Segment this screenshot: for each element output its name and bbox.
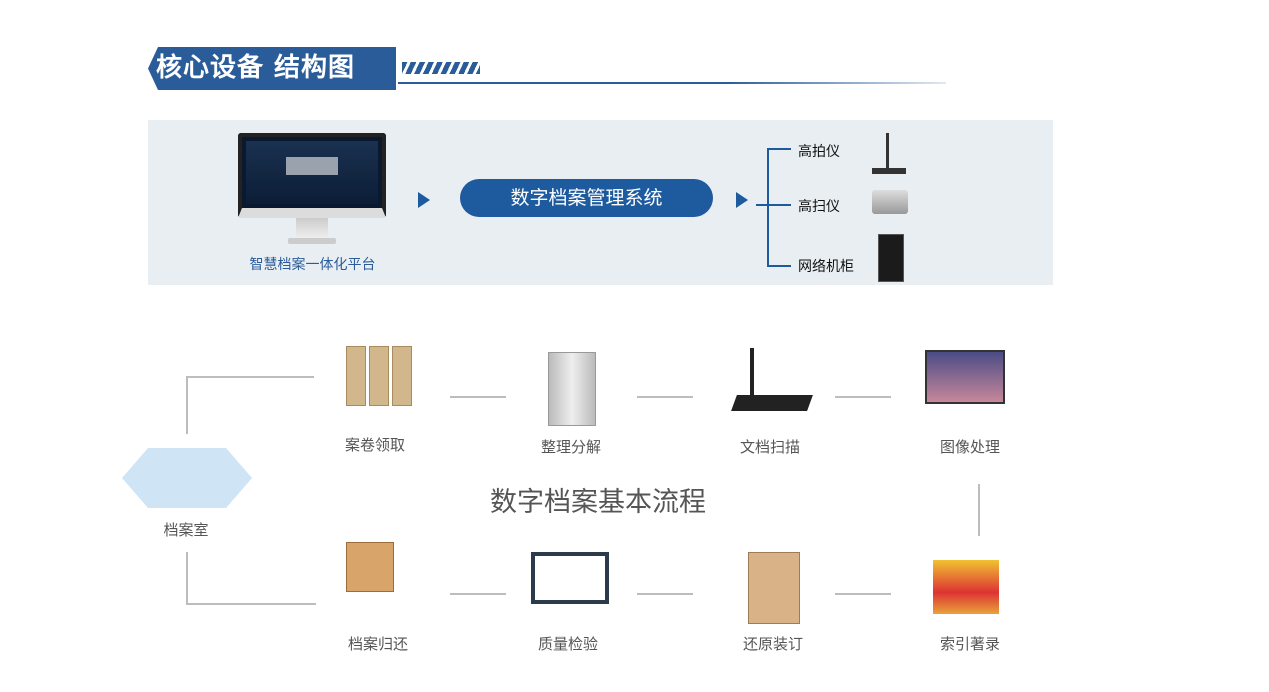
flow-arrow xyxy=(978,484,980,536)
step-label: 图像处理 xyxy=(939,438,1000,456)
server-cabinet-icon xyxy=(878,234,904,282)
flow-line xyxy=(186,603,316,605)
bracket-tick xyxy=(756,204,791,206)
section-title: 核心设备 结构图 xyxy=(148,47,396,90)
step-label: 档案归还 xyxy=(347,635,408,653)
arrow-right-icon xyxy=(736,192,748,208)
step-label: 索引著录 xyxy=(939,635,1000,653)
system-pill: 数字档案管理系统 xyxy=(460,179,713,217)
monitor-icon xyxy=(925,350,1005,404)
flow-arrow xyxy=(835,396,891,398)
step-label: 文档扫描 xyxy=(739,438,800,456)
flow-line xyxy=(186,552,188,604)
monitor-stand xyxy=(296,218,328,238)
title-underline xyxy=(398,82,946,84)
document-camera-icon xyxy=(872,168,906,174)
flow-arrow xyxy=(637,396,693,398)
step-label: 案卷领取 xyxy=(344,436,405,454)
arrow-right-icon xyxy=(418,192,430,208)
step-label: 还原装订 xyxy=(742,635,803,653)
scanner-arm xyxy=(750,348,754,396)
filing-cabinet-icon xyxy=(548,352,596,426)
archive-room-icon xyxy=(122,448,252,508)
device-label: 高拍仪 xyxy=(798,144,840,160)
scanner-icon xyxy=(872,190,908,214)
bracket-tick xyxy=(767,265,791,267)
flow-line xyxy=(186,376,314,378)
folders-icon xyxy=(346,346,412,406)
books-magnifier-icon xyxy=(933,560,999,614)
step-label: 档案室 xyxy=(163,521,209,539)
bracket-line xyxy=(767,148,769,266)
flow-arrow xyxy=(450,593,506,595)
step-label: 整理分解 xyxy=(540,438,601,456)
device-label: 网络机柜 xyxy=(798,259,854,275)
bracket-tick xyxy=(767,148,791,150)
flow-line xyxy=(186,376,188,434)
camera-arm xyxy=(886,133,889,169)
document-scanner-icon xyxy=(731,395,813,411)
monitor-base xyxy=(288,238,336,244)
device-label: 高扫仪 xyxy=(798,199,840,215)
archive-bag-icon xyxy=(748,552,800,624)
flow-arrow xyxy=(835,593,891,595)
quality-check-monitor-icon xyxy=(531,552,609,604)
returned-box-icon xyxy=(346,542,394,592)
flow-arrow xyxy=(450,396,506,398)
monitor-icon xyxy=(238,133,386,218)
flow-title: 数字档案基本流程 xyxy=(490,487,706,518)
decorative-stripes xyxy=(402,62,480,74)
platform-label: 智慧档案一体化平台 xyxy=(249,257,376,273)
step-label: 质量检验 xyxy=(537,635,598,653)
flow-arrow xyxy=(637,593,693,595)
